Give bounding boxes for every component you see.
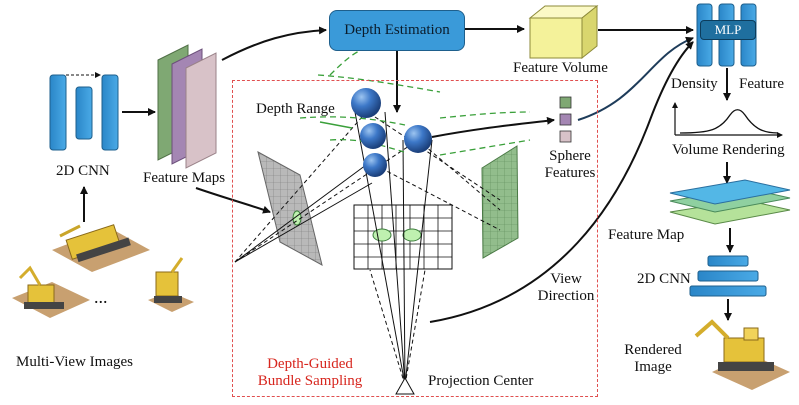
multi-view-images-label: Multi-View Images <box>16 354 133 370</box>
bundle-sampling-region <box>232 80 598 397</box>
depth-range-label: Depth Range <box>256 101 335 117</box>
rendered-image-label: Rendered Image <box>618 342 688 375</box>
bundle-sampling-line1: Depth-Guided <box>267 356 353 372</box>
feature-volume-cube <box>528 4 599 60</box>
cnn-right-label: 2D CNN <box>637 271 691 287</box>
bundle-sampling-line2: Bundle Sampling <box>257 372 363 389</box>
bundle-rays <box>354 111 433 386</box>
arrow-maps-to-depth <box>221 26 327 61</box>
feature-maps-label: Feature Maps <box>143 170 226 186</box>
rendered-image-line1: Rendered <box>624 342 682 358</box>
arrow-view-to-mlp <box>429 41 694 323</box>
projection-center-label: Projection Center <box>428 373 534 389</box>
cnn-left-label: 2D CNN <box>56 163 110 179</box>
sample-spheres <box>351 88 432 177</box>
view-direction-line2: Direction <box>537 287 595 304</box>
projection-center-marker <box>395 376 415 395</box>
depth-estimation-label: Depth Estimation <box>344 22 450 38</box>
center-image-grid <box>353 204 453 270</box>
view-direction-line1: View <box>550 271 582 287</box>
depth-range-curves <box>299 49 531 156</box>
sphere-features-line2: Features <box>544 164 596 181</box>
feature-maps-stack <box>157 44 217 169</box>
excavator-image-icon <box>12 224 194 318</box>
rendered-excavator-icon <box>694 319 790 390</box>
volume-rendering-label: Volume Rendering <box>672 142 785 158</box>
right-image-plane <box>481 145 519 259</box>
feature-label: Feature <box>739 76 784 92</box>
left-camera-rays <box>234 116 419 263</box>
feature-map-label: Feature Map <box>608 227 685 243</box>
density-label: Density <box>671 76 718 92</box>
cnn-right-icon <box>689 255 767 297</box>
cnn-left-icon <box>49 72 119 151</box>
ellipsis-label: ... <box>94 287 108 307</box>
right-camera-rays <box>374 116 501 231</box>
feature-map-planes <box>669 179 791 225</box>
depth-estimation-box: Depth Estimation <box>329 10 465 51</box>
sphere-features-icon <box>559 96 572 143</box>
left-image-plane <box>257 151 323 266</box>
arrow-maps-to-plane <box>195 187 271 214</box>
mlp-box: MLP <box>700 20 756 40</box>
sphere-features-label: Sphere Features <box>540 148 600 181</box>
rendered-image-line2: Image <box>634 358 672 375</box>
sphere-features-line1: Sphere <box>549 148 591 164</box>
feature-volume-label: Feature Volume <box>513 60 608 76</box>
arrow-sphere-to-features <box>431 116 555 138</box>
mlp-label: MLP <box>714 22 742 37</box>
view-direction-label: View Direction <box>531 271 601 304</box>
density-curve-icon <box>672 102 783 138</box>
bundle-sampling-label: Depth-Guided Bundle Sampling <box>250 356 370 389</box>
